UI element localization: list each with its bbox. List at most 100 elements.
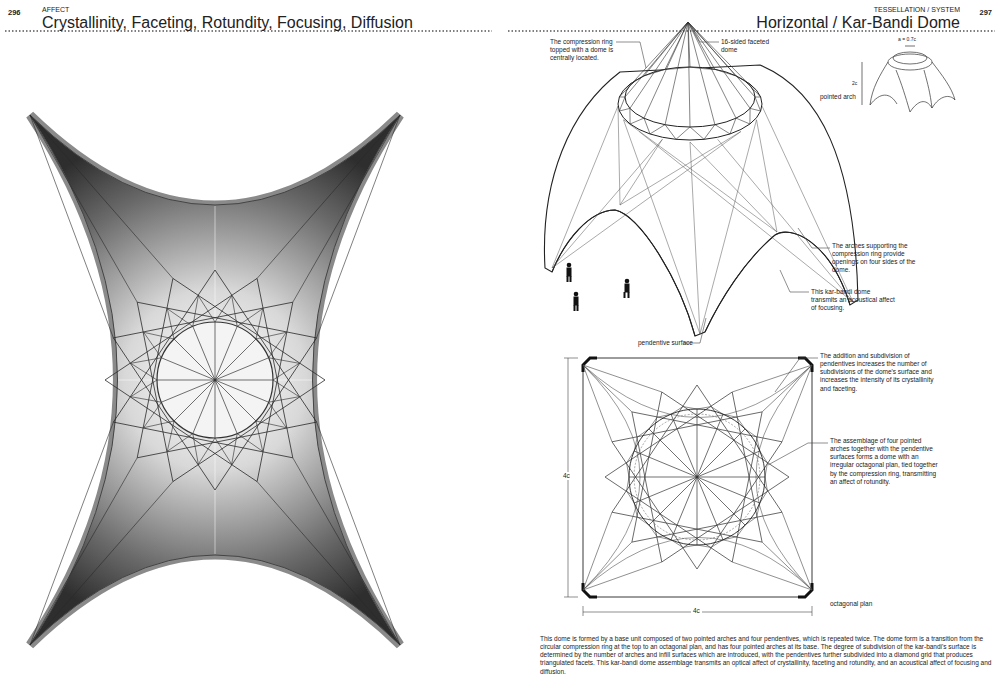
pendentive-line — [583, 562, 662, 590]
star-facet — [632, 512, 782, 542]
dome-spoke — [697, 477, 723, 540]
star-facet — [269, 402, 287, 428]
dome-facet — [688, 22, 690, 127]
dome-spoke — [697, 477, 698, 545]
pendentive-line — [552, 106, 618, 268]
pendentive-line — [618, 106, 620, 205]
ring-zigzag — [690, 127, 704, 139]
ring-zigzag — [690, 67, 704, 69]
ring-zigzag — [730, 118, 736, 134]
dome-facet — [644, 22, 688, 118]
pendentive-line — [317, 115, 400, 338]
star-facet — [167, 421, 174, 451]
star-facet — [269, 397, 300, 403]
star-facet — [612, 442, 697, 569]
dimension-line — [564, 358, 812, 616]
dome-spoke — [215, 380, 273, 381]
star-facet — [198, 296, 215, 322]
star-facet — [167, 434, 193, 452]
ring-zigzag — [749, 84, 750, 86]
page-heading: Horizontal / Kar-Bandi Dome — [756, 13, 960, 33]
dome-spoke — [697, 451, 760, 477]
dome-facet — [665, 22, 688, 69]
star-facet — [256, 332, 286, 339]
leader-line — [616, 24, 830, 465]
arch-opening — [552, 210, 695, 336]
pendentive-line — [257, 115, 400, 278]
dome-spoke — [215, 339, 256, 380]
ring-zigzag — [715, 125, 730, 134]
dome-spoke — [157, 380, 215, 381]
star-facet — [144, 332, 162, 358]
dimension-label: 4c — [691, 607, 702, 615]
callout-text: The addition and subdivision of pendenti… — [820, 352, 938, 393]
star-facet — [198, 438, 215, 464]
dome-spoke — [174, 339, 215, 380]
ring-zigzag — [630, 76, 644, 84]
callout-text: The assemblage of four pointed arches to… — [830, 437, 942, 486]
pendentive-line — [620, 132, 741, 206]
dome-spoke — [634, 477, 697, 503]
dome-facet — [644, 22, 688, 76]
star-facet — [632, 412, 662, 562]
pendentive-line — [30, 458, 137, 645]
dome-spoke — [649, 429, 697, 477]
ring-zigzag — [650, 69, 665, 74]
isometric-dome — [544, 22, 858, 336]
dome-spoke — [215, 380, 216, 438]
pendentive-line — [30, 115, 113, 338]
compression-ring — [618, 68, 762, 140]
star-facet — [193, 296, 199, 327]
pointed-arch-sketch — [862, 46, 955, 112]
caption-text: This dome is formed by a base unit compo… — [540, 635, 992, 676]
star-facet — [269, 358, 300, 364]
ring-zigzag — [644, 118, 650, 134]
dome-spoke — [629, 477, 697, 478]
dome-facet — [625, 22, 688, 97]
dome-facet — [630, 22, 688, 86]
dome-facet — [665, 22, 688, 125]
ring-zigzag — [749, 108, 750, 124]
star-facet — [167, 309, 193, 327]
star-facet — [269, 332, 287, 358]
scale-figure — [567, 263, 630, 311]
dome-spoke — [697, 429, 745, 477]
pendentive-line — [718, 139, 853, 302]
dome-hull — [544, 65, 858, 336]
octagonal-plan — [583, 358, 812, 597]
pendentive-line — [30, 115, 137, 302]
ring-zigzag — [619, 97, 625, 98]
star-facet — [612, 412, 762, 442]
star-facet — [697, 385, 782, 512]
star-facet — [237, 434, 263, 452]
callout-text: The arches supporting the compression ri… — [832, 242, 930, 275]
compression-ring — [157, 322, 273, 438]
star-facet — [131, 397, 162, 403]
ring-zigzag — [736, 76, 750, 84]
ring-zigzag — [619, 86, 630, 97]
dome-spoke — [215, 322, 216, 380]
dimension-label: 2c — [852, 80, 857, 86]
dome-spoke — [161, 380, 215, 402]
star-facet — [632, 412, 782, 442]
pendentive-line — [583, 365, 612, 442]
dome-spoke — [697, 477, 765, 478]
pendentive-line — [293, 458, 400, 645]
dome-render — [30, 115, 400, 645]
dome-spoke — [215, 380, 237, 434]
star-facet — [144, 421, 174, 428]
dome-facet — [630, 22, 688, 108]
star-facet — [697, 442, 782, 569]
section-label: TESSELLATION / SYSTEM — [874, 6, 960, 15]
page-number: 296 — [8, 8, 21, 17]
callout-text: octagonal plan — [830, 600, 872, 608]
callout-text: pointed arch — [820, 93, 856, 101]
star-facet — [131, 363, 157, 380]
star-facet — [144, 332, 174, 339]
ring-zigzag — [755, 97, 761, 98]
ring-zigzag — [644, 74, 650, 76]
pendentive-line — [30, 422, 113, 645]
star-facet — [131, 380, 157, 397]
pendentive-line — [293, 115, 400, 302]
